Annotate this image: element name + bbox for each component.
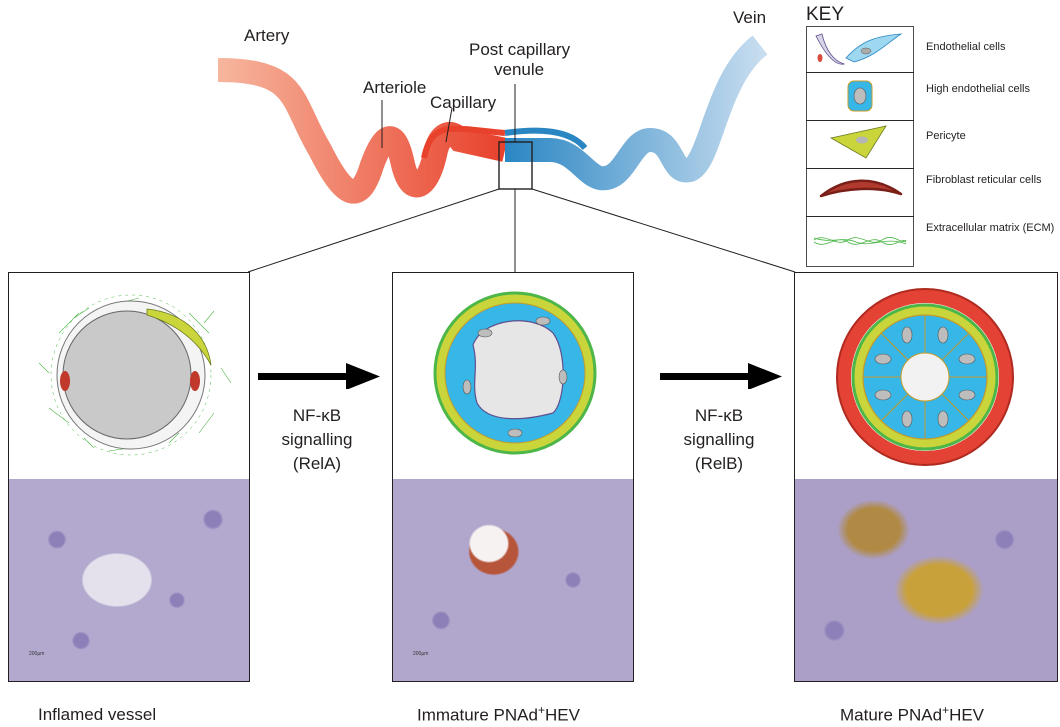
caption-text: Immature PNAd: [417, 705, 538, 725]
high-endothelial-cell-icon: [847, 80, 873, 112]
key-title: KEY: [806, 4, 845, 25]
signalling-rela-line2: signalling: [281, 430, 353, 449]
caption-superscript: +: [537, 703, 545, 717]
caption-mature-hev: Mature PNAd+HEV: [840, 703, 984, 726]
key-label-frc: Fibroblast reticular cells: [926, 174, 1042, 186]
key-legend: [806, 26, 914, 267]
signalling-relb-line2: signalling: [683, 430, 755, 449]
arrow-relb: [660, 363, 782, 389]
capillary-label: Capillary: [430, 93, 497, 112]
key-label-pericyte: Pericyte: [926, 130, 966, 142]
fibroblast-reticular-cell-icon: [819, 179, 903, 198]
vein-vessel: [505, 35, 768, 191]
post-capillary-label: Post capillary: [469, 40, 571, 59]
panel-immature-hev: 200µm: [392, 272, 634, 682]
artery-label: Artery: [244, 26, 290, 45]
arteriole-label: Arteriole: [363, 78, 427, 97]
capillary-vessel: [421, 125, 506, 159]
caption-inflamed-vessel: Inflamed vessel: [38, 705, 156, 725]
inflamed-vessel-illustration: [38, 294, 232, 456]
signalling-rela-line3: (RelA): [292, 454, 342, 473]
vascular-tree-diagram: [217, 35, 796, 273]
panel-inflamed-vessel: 200µm: [8, 272, 250, 682]
artery-vessel: [217, 58, 508, 204]
histology-photo-immature: 200µm: [393, 479, 633, 681]
signalling-rela-text: NF-κB signalling (RelA): [262, 404, 372, 476]
endothelial-cells-icon: [815, 33, 903, 65]
scale-bar-label: 200µm: [29, 651, 45, 657]
venule-label: venule: [494, 60, 545, 79]
key-label-hev: High endothelial cells: [926, 83, 1030, 95]
caption-suffix: HEV: [949, 705, 985, 725]
immature-hev-illustration: [433, 291, 597, 455]
arrow-rela: [258, 363, 380, 389]
signalling-relb-text: NF-κB signalling (RelB): [664, 404, 774, 476]
pericyte-icon: [829, 125, 887, 159]
panel-mature-hev: [794, 272, 1058, 682]
key-label-endothelial: Endothelial cells: [926, 41, 1006, 53]
signalling-relb-line3: (RelB): [694, 454, 744, 473]
caption-immature-hev: Immature PNAd+HEV: [417, 703, 580, 726]
caption-suffix: HEV: [544, 705, 580, 725]
caption-text: Inflamed vessel: [38, 705, 157, 724]
vein-label: Vein: [733, 8, 767, 27]
caption-superscript: +: [942, 703, 950, 717]
ecm-icon: [813, 237, 907, 245]
histology-photo-inflamed: 200µm: [9, 479, 249, 681]
signalling-rela-line1: NF-κB: [292, 406, 342, 425]
scale-bar-label: 200µm: [413, 651, 429, 657]
mature-hev-illustration: [836, 288, 1014, 466]
histology-photo-mature: [795, 479, 1057, 681]
signalling-relb-line1: NF-κB: [694, 406, 744, 425]
key-label-ecm: Extracellular matrix (ECM): [926, 222, 1055, 234]
caption-text: Mature PNAd: [840, 705, 943, 725]
